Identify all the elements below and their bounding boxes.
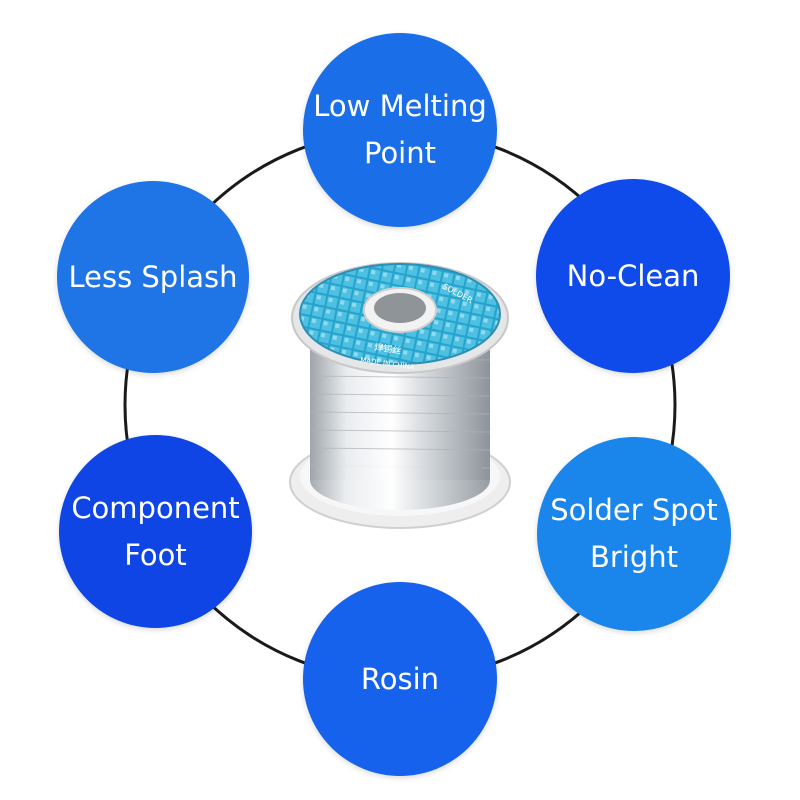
feature-less-splash: Less Splash [57,181,249,373]
feature-component-foot: Component Foot [59,435,252,628]
feature-solder-spot-bright: Solder Spot Bright [537,437,731,631]
solder-spool-image: SOLDER 焊锡丝 MADE IN CHINA [289,262,511,529]
feature-label: Foot [124,537,187,572]
spool-label-chinese: 焊锡丝 [374,341,402,357]
feature-no-clean: No-Clean [536,179,730,373]
feature-label: Rosin [360,661,440,696]
feature-label: Low Melting [313,89,487,123]
feature-rosin: Rosin [303,582,497,776]
feature-label: Point [363,136,436,170]
feature-label: Bright [589,540,679,574]
feature-low-melting-point: Low Melting Point [303,33,497,227]
feature-label: Solder Spot [550,493,718,527]
feature-label: Component [71,490,240,525]
feature-label: Less Splash [68,259,238,294]
feature-label: No-Clean [566,258,700,293]
